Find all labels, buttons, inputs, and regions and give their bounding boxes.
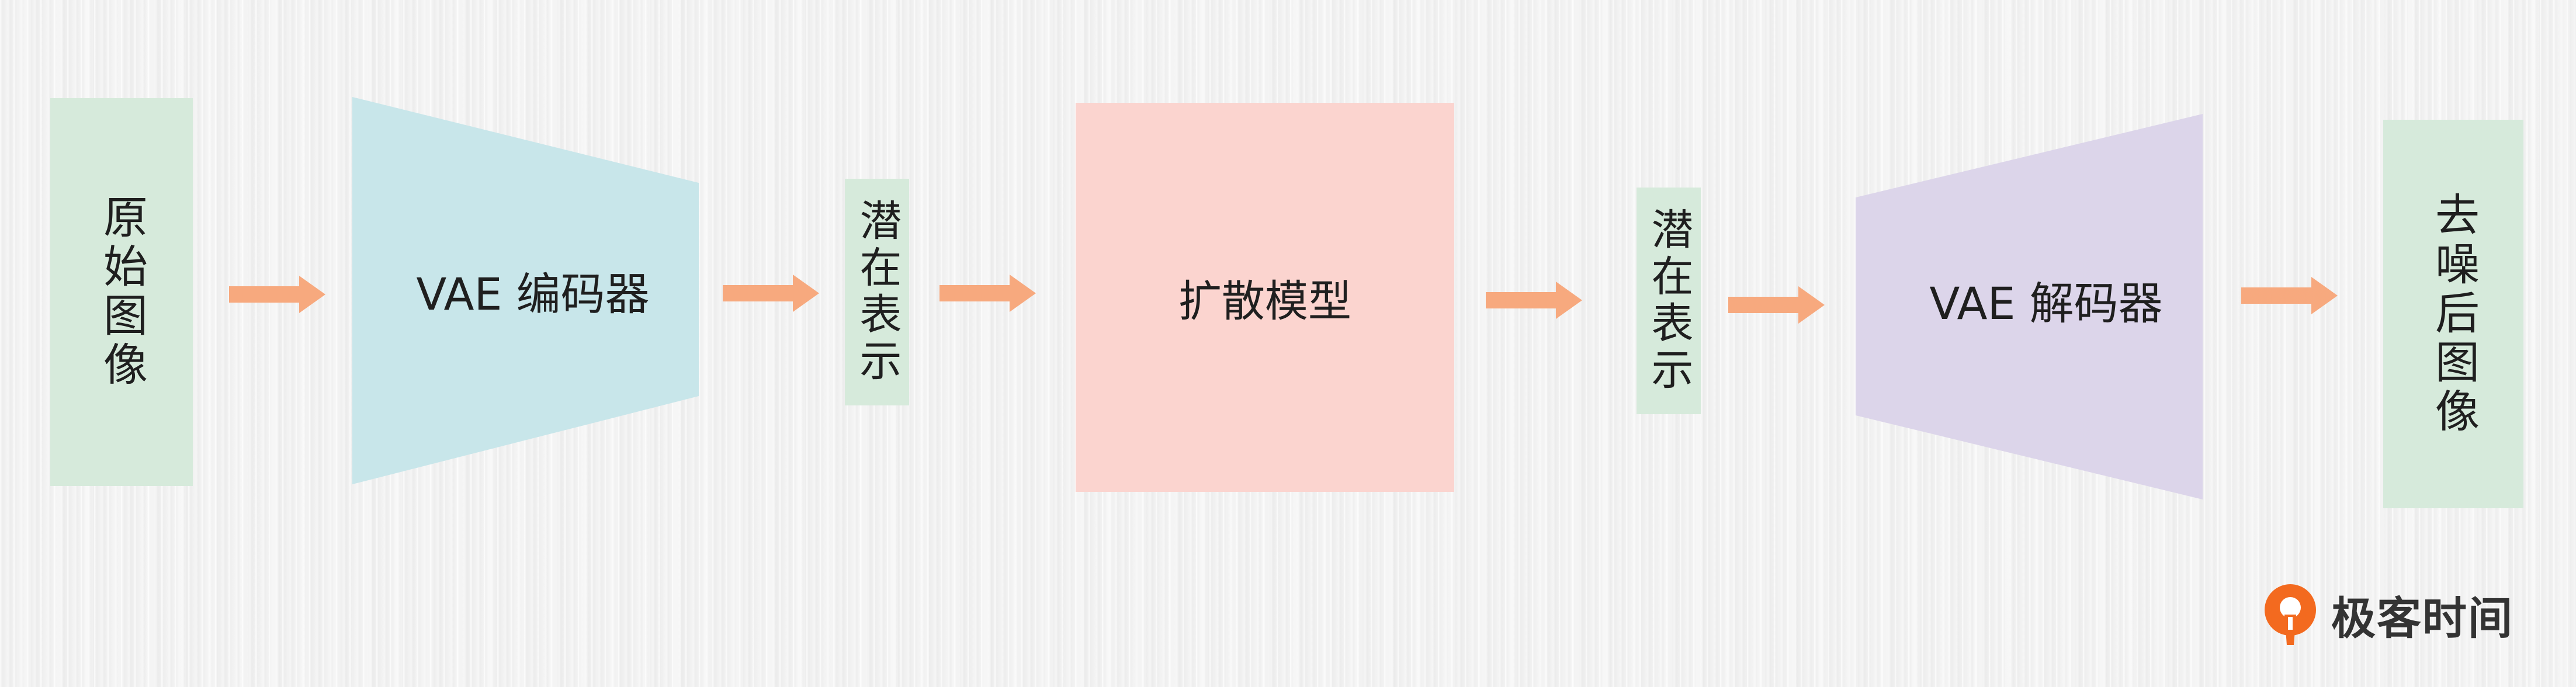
- geektime-logo-icon: [2265, 584, 2316, 645]
- vae-encoder-shape: [352, 97, 699, 484]
- diffusion-model-label: 扩散模型: [1178, 276, 1351, 327]
- latent-representation-box-2: 潜在表示: [1637, 188, 1701, 414]
- latent-representation-box-1: 潜在表示: [845, 179, 909, 405]
- original-image-label: 原始图像: [96, 194, 148, 390]
- vae-decoder-shape: [1856, 114, 2203, 499]
- arrow-decoder-to-denoised: [2241, 277, 2338, 314]
- brand-watermark: 极客时间: [2260, 582, 2513, 647]
- arrow-latent-to-diffusion: [939, 275, 1036, 312]
- arrow-original-to-encoder: [229, 276, 325, 313]
- latent-representation-label-1: 潜在表示: [852, 199, 902, 386]
- vae-encoder-label: VAE 编码器: [416, 268, 650, 320]
- denoised-image-label: 去噪后图像: [2428, 191, 2480, 437]
- denoised-image-box: 去噪后图像: [2383, 120, 2523, 508]
- original-image-box: 原始图像: [50, 98, 193, 486]
- latent-representation-label-2: 潜在表示: [1644, 207, 1693, 394]
- arrow-latent-to-decoder: [1728, 286, 1825, 324]
- brand-name: 极客时间: [2331, 592, 2513, 644]
- arrow-encoder-to-latent: [723, 275, 819, 312]
- arrow-diffusion-to-latent: [1486, 282, 1582, 319]
- diffusion-model-box: 扩散模型: [1076, 103, 1454, 492]
- vae-decoder-label: VAE 解码器: [1929, 277, 2163, 329]
